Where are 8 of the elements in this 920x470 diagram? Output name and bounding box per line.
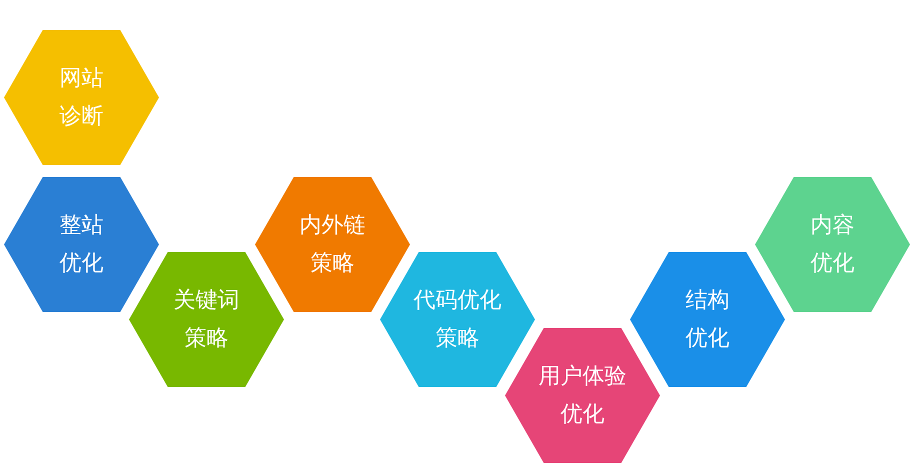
hexagon-label: 用户体验优化 bbox=[538, 362, 628, 428]
hexagon-label: 代码优化策略 bbox=[412, 286, 502, 352]
hexagon-label: 整站优化 bbox=[58, 212, 104, 278]
hexagon-label: 内外链策略 bbox=[298, 212, 366, 278]
hexagon-label: 网站诊断 bbox=[58, 64, 104, 130]
hexagon-label: 内容优化 bbox=[810, 212, 856, 278]
hexagon-label: 关键词策略 bbox=[172, 286, 240, 352]
hexagon-label: 结构优化 bbox=[684, 286, 730, 352]
